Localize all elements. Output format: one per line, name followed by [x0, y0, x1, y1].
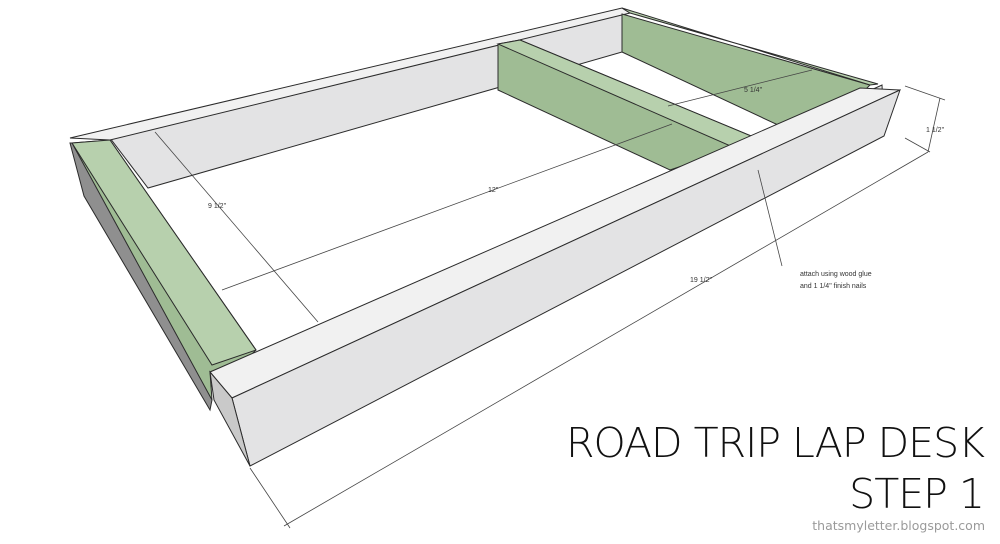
page-title: ROAD TRIP LAP DESK — [566, 419, 985, 467]
right-end-top — [621, 7, 879, 86]
dimension-lines — [154, 69, 946, 529]
assembly-note-line-1: attach using wood glue — [800, 271, 872, 278]
source-credit: thatsmyletter.blogspot.com — [812, 518, 985, 533]
width-dimension-label: 9 1/2" — [208, 203, 227, 210]
page-subtitle: STEP 1 — [849, 470, 984, 518]
assembly-note-line-2: and 1 1/4" finish nails — [800, 283, 867, 290]
inner-length-label: 12" — [488, 187, 499, 194]
divider-gap-label: 5 1/4" — [744, 87, 763, 94]
left-end-top — [71, 139, 257, 366]
height-label: 1 1/2" — [926, 127, 945, 134]
left-outer-edge — [69, 142, 213, 412]
front-side-end — [209, 370, 251, 467]
total-length-label: 19 1/2" — [690, 277, 712, 284]
